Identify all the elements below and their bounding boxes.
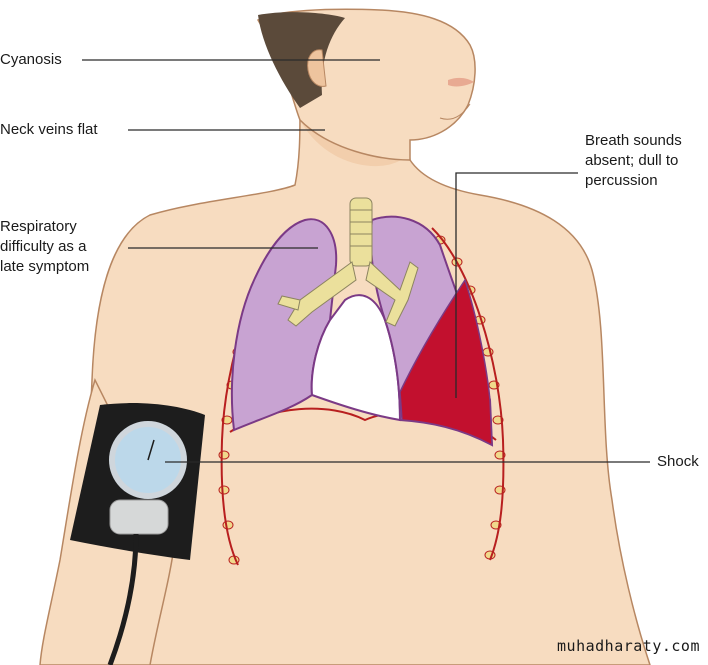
bp-tube <box>107 533 139 665</box>
ear <box>307 49 327 87</box>
hemothorax <box>399 278 493 447</box>
gauge-base <box>109 499 169 535</box>
leader-breath-sounds <box>455 172 578 398</box>
chin-line <box>439 103 471 120</box>
label-breath-sounds-line1: Breath sounds <box>585 132 682 149</box>
lips <box>448 77 474 87</box>
label-breath-sounds: Breath sounds absent; dull to percussion <box>585 131 682 191</box>
pleura-right <box>431 227 505 561</box>
label-neck-veins: Neck veins flat <box>0 121 98 138</box>
watermark: muhadharaty.com <box>557 637 700 655</box>
label-respiratory-line1: Respiratory <box>0 218 77 235</box>
trachea <box>277 197 419 327</box>
lung-left <box>230 218 338 432</box>
label-respiratory-line3: late symptom <box>0 258 90 275</box>
leader-lines <box>82 59 650 463</box>
gauge-needle <box>147 439 155 461</box>
label-respiratory: Respiratory difficulty as a late symptom <box>0 217 89 277</box>
label-shock: Shock <box>657 453 699 470</box>
label-cyanosis: Cyanosis <box>0 51 62 68</box>
label-respiratory-line2: difficulty as a <box>0 238 87 255</box>
label-breath-sounds-line2: absent; dull to <box>585 152 679 169</box>
trachea-rings <box>350 209 372 247</box>
label-breath-sounds-line3: percussion <box>585 172 658 189</box>
